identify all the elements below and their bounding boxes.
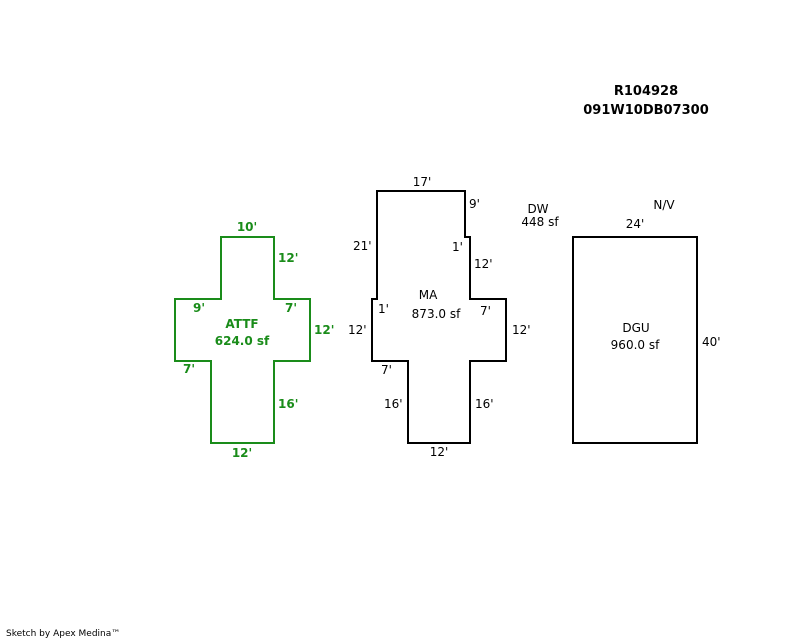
parcel-id: R104928 xyxy=(614,84,678,99)
ma-area: 873.0 sf xyxy=(412,307,461,321)
dgu-dim-right: 40' xyxy=(702,335,721,349)
dw-area: 448 sf xyxy=(521,215,559,229)
attf-dim-upper-right: 12' xyxy=(278,251,298,265)
attf-dim-left-arm-bottom: 7' xyxy=(183,362,195,376)
attf-dim-left-arm-top: 9' xyxy=(193,301,205,315)
ma-dim-left-bottom-side: 16' xyxy=(384,397,403,411)
nv-label: N/V xyxy=(653,198,675,212)
dw-label: DW xyxy=(527,202,548,216)
ma-dim-right-mid: 12' xyxy=(474,257,493,271)
ma-dim-right-jog: 1' xyxy=(452,240,463,254)
ma-outline xyxy=(371,190,507,444)
attf-dim-right-arm-top: 7' xyxy=(285,301,297,315)
attf-dim-bottom: 12' xyxy=(232,446,252,460)
attf-area: 624.0 sf xyxy=(215,334,270,348)
map-id: 091W10DB07300 xyxy=(583,103,709,118)
attf-outline xyxy=(174,236,311,444)
ma-dim-right-arm-side: 12' xyxy=(512,323,531,337)
ma-label: MA xyxy=(419,288,438,302)
ma-dim-right-arm-top: 7' xyxy=(480,304,491,318)
ma-dim-left-side: 21' xyxy=(353,239,372,253)
attf-dim-top: 10' xyxy=(237,220,257,234)
dgu-area: 960.0 sf xyxy=(611,338,660,352)
ma-dim-left-jog: 1' xyxy=(378,302,389,316)
ma-dim-top: 17' xyxy=(413,175,432,189)
sketch-credit: Sketch by Apex Medina™ xyxy=(6,629,120,639)
ma-dim-left-lower: 12' xyxy=(348,323,367,337)
ma-dim-left-step: 7' xyxy=(381,363,392,377)
dgu-dim-top: 24' xyxy=(626,217,645,231)
ma-dim-right-bottom-side: 16' xyxy=(475,397,494,411)
attf-label: ATTF xyxy=(225,317,258,331)
dgu-outline xyxy=(572,236,698,444)
dgu-label: DGU xyxy=(622,321,649,335)
ma-dim-bottom: 12' xyxy=(430,445,449,459)
attf-dim-right-side: 12' xyxy=(314,323,334,337)
attf-dim-lower-right: 16' xyxy=(278,397,298,411)
ma-dim-right-top-drop: 9' xyxy=(469,197,480,211)
